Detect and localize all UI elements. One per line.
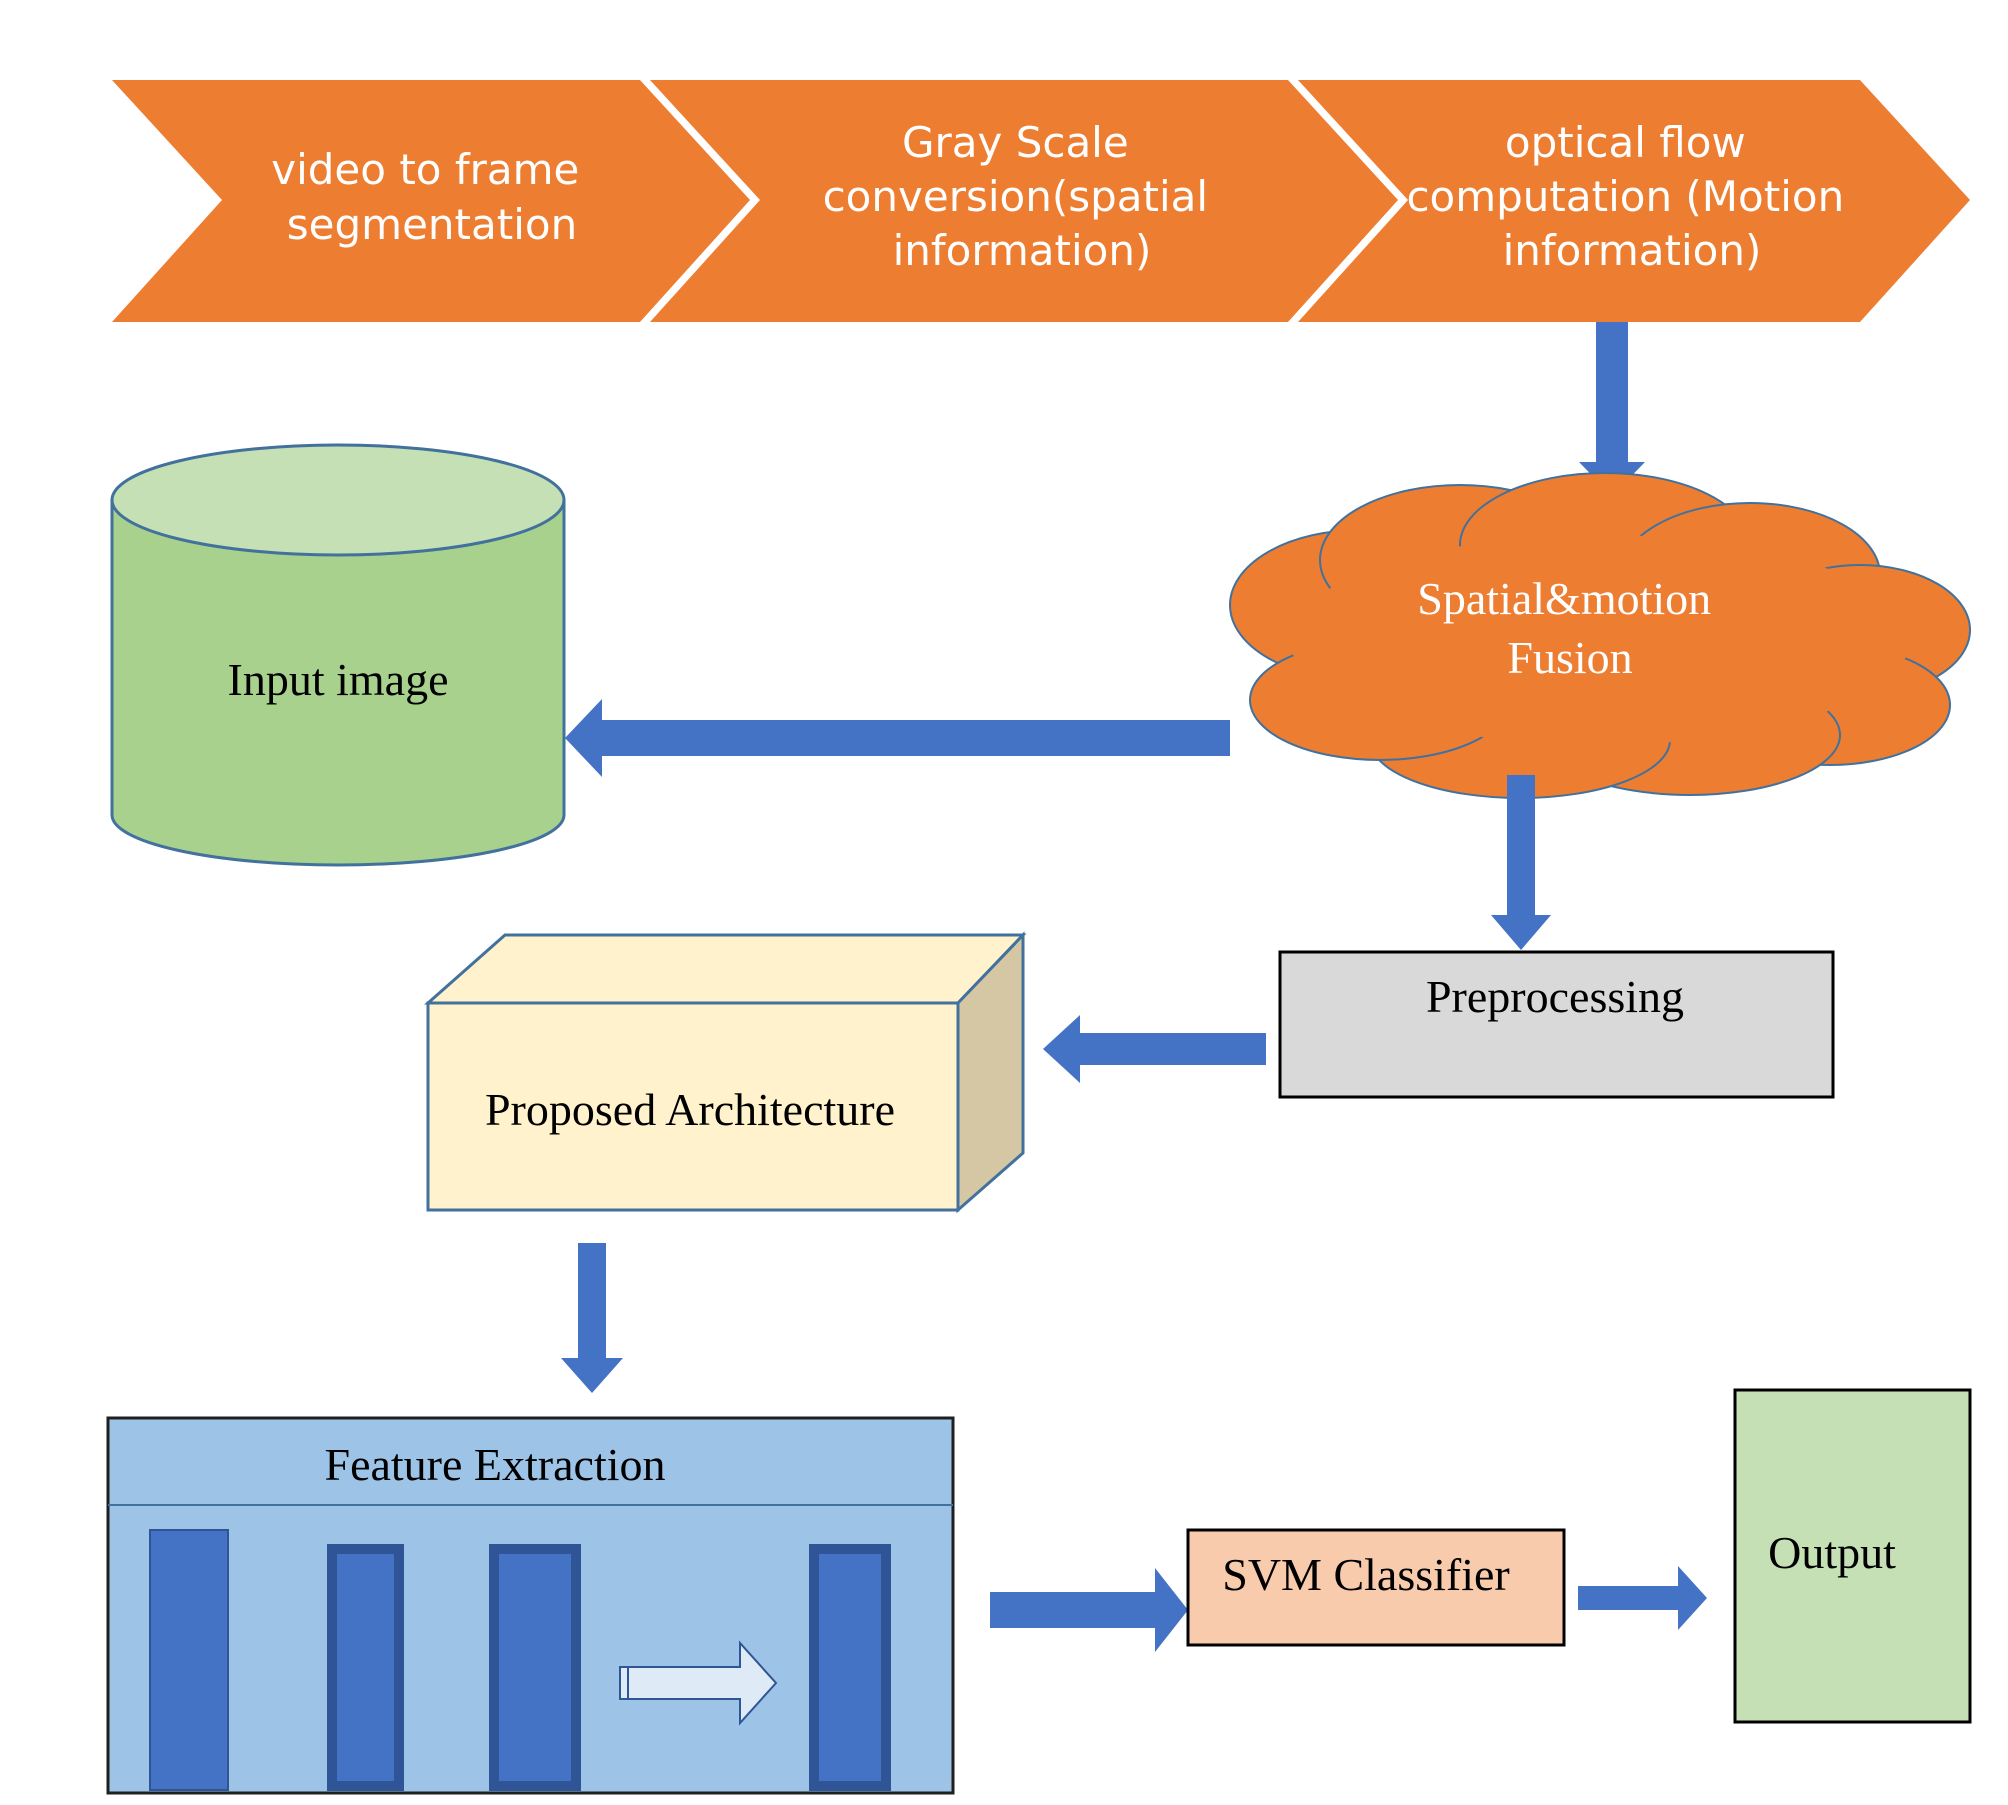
arrow-down-to-fusion: [1579, 322, 1645, 496]
cylinder-top: [110, 443, 566, 557]
chevron-shape: [1298, 80, 1970, 322]
arrow-left-to-input-image: [565, 699, 1230, 777]
output-rect: [1733, 1388, 1972, 1724]
pipeline-step-video-to-frame: video to frame segmentation: [112, 80, 750, 322]
feature-bar: [489, 1544, 581, 1791]
svg-text:Gray Scale conversion(sp: Gray Scale conversion(spatial informatio…: [823, 118, 1222, 275]
feature-extraction-label: Feature Extraction: [324, 1439, 665, 1490]
chevron-shape: [650, 80, 1398, 322]
pipeline-step-gray-scale: Gray Scale conversion(spatial informatio…: [650, 80, 1398, 322]
chevron-text-line: information): [1503, 226, 1762, 275]
fusion-text-line: Spatial&motion: [1417, 573, 1711, 624]
chevron-text-line: information): [893, 226, 1152, 275]
input-image-label: Input image: [228, 654, 449, 705]
arrow-left-to-architecture: [1043, 1015, 1266, 1083]
chevron-shape: [112, 80, 750, 322]
box-front-face: [426, 1001, 960, 1212]
svm-rect: [1186, 1528, 1566, 1647]
preprocessing-box: Preprocessing: [1278, 950, 1835, 1099]
feature-bar: [149, 1529, 229, 1791]
preprocessing-label: Preprocessing: [1426, 971, 1684, 1022]
hollow-arrow-icon: [619, 1640, 778, 1726]
chevron-text-line: segmentation: [287, 200, 577, 249]
fusion-text-line: Fusion: [1507, 632, 1632, 683]
arrow-down-to-feature-extraction: [561, 1243, 623, 1393]
output-label: Output: [1768, 1527, 1896, 1578]
svg-text:optical flow computation: optical flow computation (Motion informa…: [1406, 118, 1857, 275]
preprocessing-rect: [1278, 950, 1835, 1099]
feature-bar: [809, 1544, 891, 1791]
svg-text:Spatial&motion Fusion: Spatial&motion Fusion: [1417, 573, 1722, 683]
chevron-text-line: conversion(spatial: [823, 172, 1208, 221]
proposed-architecture-box: Proposed Architecture: [424, 931, 1027, 1214]
chevron-text-line: computation (Motion: [1406, 172, 1844, 221]
box-top-face: [424, 933, 1027, 1005]
output-box: Output: [1733, 1388, 1972, 1724]
feature-extraction-panel: Feature Extraction: [106, 1416, 955, 1795]
chevron-text-line: Gray Scale: [902, 118, 1129, 167]
arrow-right-to-svm: [990, 1568, 1188, 1652]
arrow-right-to-output: [1578, 1566, 1707, 1630]
fusion-cloud: Spatial&motion Fusion: [1229, 472, 1971, 799]
input-image-cylinder: Input image: [110, 443, 566, 867]
cloud-core: [1290, 535, 1910, 745]
svm-classifier-box: SVM Classifier: [1186, 1528, 1566, 1647]
arrow-down-to-preprocessing: [1491, 775, 1551, 950]
svm-label: SVM Classifier: [1222, 1549, 1510, 1600]
chevron-text-line: video to frame: [271, 145, 579, 194]
cylinder-body: [110, 498, 566, 867]
feature-bar: [327, 1544, 404, 1791]
pipeline-step-optical-flow: optical flow computation (Motion informa…: [1298, 80, 1970, 322]
chevron-text-line: optical flow: [1505, 118, 1746, 167]
architecture-label: Proposed Architecture: [485, 1084, 895, 1135]
svg-text:video to frame segmentat: video to frame segmentation: [271, 145, 593, 249]
